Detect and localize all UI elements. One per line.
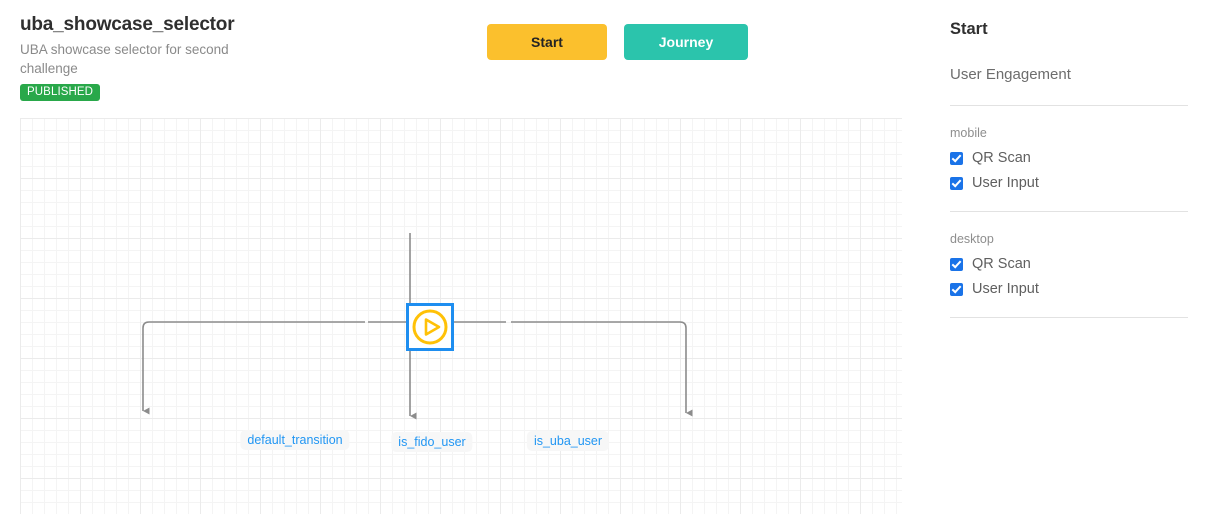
main-area: uba_showcase_selector UBA showcase selec… — [20, 14, 902, 514]
checkbox-mobile-qr-scan[interactable] — [950, 151, 963, 165]
sidebar-subtitle: User Engagement — [950, 66, 1071, 83]
group-desktop: desktop QR Scan User Input — [950, 232, 1188, 297]
checkbox-row-desktop-qr-scan[interactable]: QR Scan — [950, 256, 1188, 272]
divider-mobile — [950, 211, 1188, 212]
group-mobile: mobile QR Scan User Input — [950, 126, 1188, 191]
flow-header: uba_showcase_selector UBA showcase selec… — [20, 14, 460, 101]
checkbox-row-mobile-user-input[interactable]: User Input — [950, 175, 1188, 191]
edge-layer — [142, 233, 693, 420]
edge-label-is-fido-user[interactable]: is_fido_user — [391, 432, 473, 452]
page-title: uba_showcase_selector — [20, 14, 235, 35]
divider-desktop — [950, 317, 1188, 318]
properties-sidebar: Start User Engagement mobile QR Scan Use… — [917, 0, 1217, 514]
checkbox-label-desktop-user-input: User Input — [972, 281, 1039, 297]
checkbox-label-mobile-qr-scan: QR Scan — [972, 150, 1031, 166]
checkbox-row-desktop-user-input[interactable]: User Input — [950, 281, 1188, 297]
edge-label-default-transition[interactable]: default_transition — [240, 430, 350, 450]
checkbox-desktop-qr-scan[interactable] — [950, 257, 963, 271]
checkbox-row-mobile-qr-scan[interactable]: QR Scan — [950, 150, 1188, 166]
checkbox-label-desktop-qr-scan: QR Scan — [972, 256, 1031, 272]
checkbox-mobile-user-input[interactable] — [950, 176, 963, 190]
checkbox-desktop-user-input[interactable] — [950, 282, 963, 296]
group-label-desktop: desktop — [950, 232, 994, 246]
status-badge: PUBLISHED — [20, 84, 101, 101]
divider-top — [950, 105, 1188, 106]
flow-canvas[interactable]: journey_default default_fido_users uba_s… — [20, 118, 902, 514]
edge-label-is-uba-user[interactable]: is_uba_user — [526, 431, 610, 451]
toolbar: Start Journey — [487, 24, 748, 60]
group-label-mobile: mobile — [950, 126, 987, 140]
checkbox-label-mobile-user-input: User Input — [972, 175, 1039, 191]
play-icon — [412, 309, 448, 345]
start-button[interactable]: Start — [487, 24, 607, 60]
journey-button[interactable]: Journey — [624, 24, 748, 60]
node-start[interactable] — [406, 303, 454, 351]
sidebar-title: Start — [950, 20, 988, 38]
flow-description: UBA showcase selector for second challen… — [20, 42, 229, 76]
